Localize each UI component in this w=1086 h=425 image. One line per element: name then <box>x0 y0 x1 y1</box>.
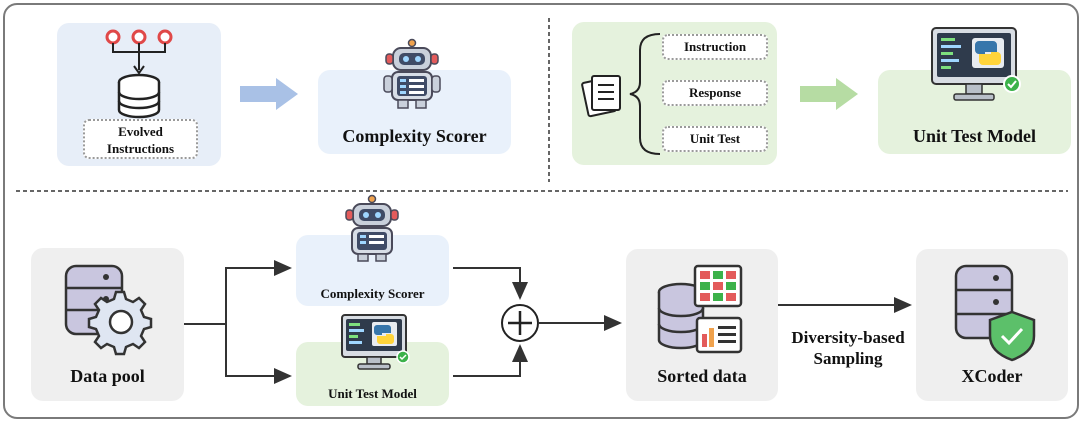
monitor-python-icon <box>931 27 1021 101</box>
figure-frame <box>3 3 1079 419</box>
combine-plus-icon <box>501 304 539 342</box>
unit-test-item: Unit Test <box>662 126 768 152</box>
sorted-data-icon <box>657 264 743 354</box>
bottom-unit-test-label: Unit Test Model <box>328 386 417 401</box>
xcoder-icon <box>954 264 1036 362</box>
sampling-label: Diversity-based Sampling <box>791 328 905 368</box>
robot-icon-small <box>345 194 399 262</box>
green-arrow-icon <box>800 78 858 110</box>
xcoder-label: XCoder <box>961 366 1023 386</box>
data-pool-icon <box>64 264 153 356</box>
evolved-instructions-label: Evolved Instructions <box>83 119 198 159</box>
data-pool-label: Data pool <box>70 366 145 386</box>
response-item: Response <box>662 80 768 106</box>
bottom-scorer-label: Complexity Scorer <box>320 286 425 301</box>
monitor-python-icon-small <box>341 314 410 370</box>
database-icon <box>117 73 161 119</box>
unit-test-model-label: Unit Test Model <box>912 126 1036 146</box>
documents-icon <box>581 75 621 118</box>
brace-icon <box>629 33 661 155</box>
blue-arrow-icon <box>240 78 298 110</box>
sorted-data-label: Sorted data <box>657 366 747 386</box>
instruction-nodes-icon <box>105 29 173 75</box>
complexity-scorer-label: Complexity Scorer <box>342 126 487 146</box>
instruction-item: Instruction <box>662 34 768 60</box>
robot-icon <box>383 38 441 109</box>
